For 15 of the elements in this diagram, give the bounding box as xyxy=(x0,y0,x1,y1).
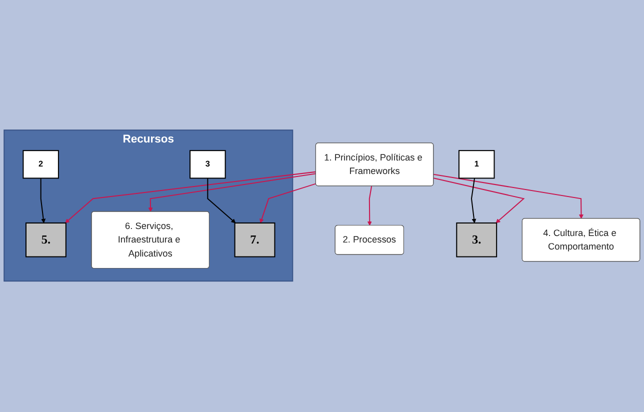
arrow xyxy=(207,178,236,224)
arrow xyxy=(434,174,584,220)
arrow xyxy=(367,186,372,226)
arrow xyxy=(434,178,525,224)
arrow xyxy=(260,184,316,224)
arrow xyxy=(40,178,46,224)
arrow xyxy=(65,172,316,224)
arrow xyxy=(148,174,316,212)
node-box: 3 xyxy=(190,150,226,180)
node-box: 5. xyxy=(25,222,66,258)
arrow xyxy=(470,178,476,224)
node-box: 2 xyxy=(22,150,59,180)
node-box: 3. xyxy=(456,222,498,258)
node-box: 7. xyxy=(234,222,276,258)
node-box: 1 xyxy=(458,150,495,180)
